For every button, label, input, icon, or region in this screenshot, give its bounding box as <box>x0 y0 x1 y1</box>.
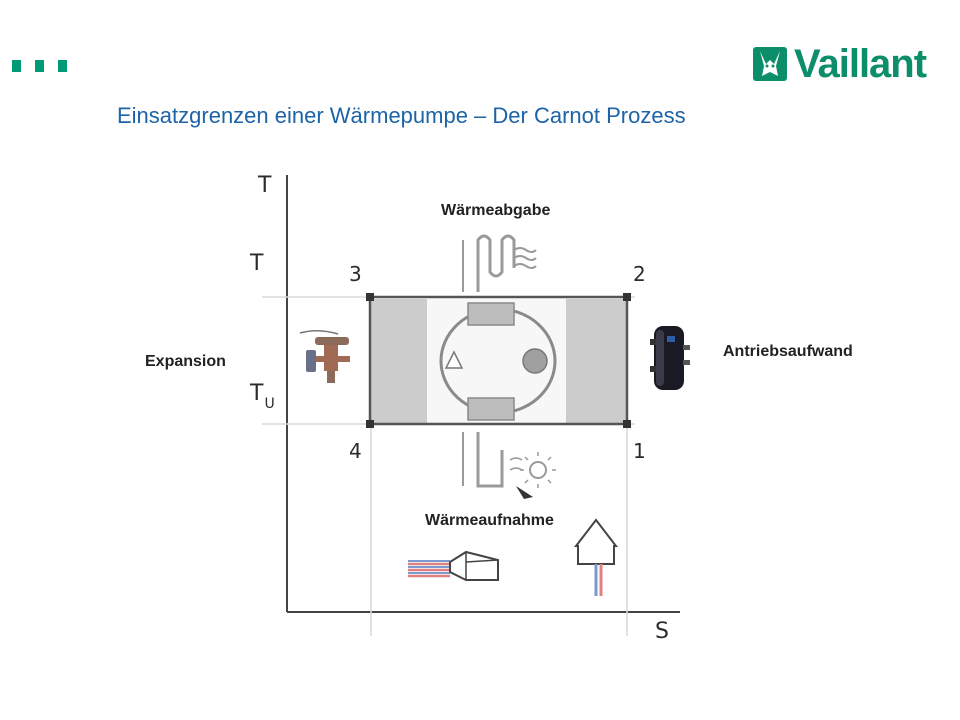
corner-label-3: 3 <box>349 262 362 286</box>
cycle-side-left <box>371 299 427 423</box>
corner-point-4 <box>366 420 374 428</box>
house-icon <box>573 518 619 596</box>
corner-mark <box>58 60 67 72</box>
expansion-label: Expansion <box>145 353 226 370</box>
corner-label-4: 4 <box>349 439 362 463</box>
corner-label-1: 1 <box>633 439 646 463</box>
compressor-icon <box>650 326 690 390</box>
cycle-side-right <box>566 299 626 423</box>
drive-power-label: Antriebsaufwand <box>723 343 853 360</box>
vaillant-logo: Vaillant <box>752 42 927 86</box>
corner-mark <box>12 60 21 72</box>
t-high-label: T <box>249 251 264 276</box>
corner-point-2 <box>623 293 631 301</box>
corner-mark <box>35 60 44 72</box>
radiator-icon <box>462 234 537 292</box>
x-axis-label: S <box>655 619 669 644</box>
logo-text: Vaillant <box>794 42 927 86</box>
expansion-valve-icon <box>299 330 350 383</box>
corner-point-3 <box>366 293 374 301</box>
t-ambient-label: TU <box>249 381 275 412</box>
ground-collector-icon <box>462 432 556 488</box>
hare-logo-icon <box>753 47 787 81</box>
pointer-arrow-icon <box>516 486 533 499</box>
y-axis-label: T <box>257 173 272 198</box>
corner-point-1 <box>623 420 631 428</box>
heat-absorption-label: Wärmeaufnahme <box>425 512 554 529</box>
heat-pump-circuit-icon <box>439 302 557 421</box>
carnot-cycle-rect <box>368 295 629 426</box>
corner-marks <box>12 60 67 72</box>
page-title: Einsatzgrenzen einer Wärmepumpe – Der Ca… <box>117 103 686 128</box>
corner-label-2: 2 <box>633 262 646 286</box>
heat-release-label: Wärmeabgabe <box>441 202 551 219</box>
air-heat-exchanger-icon <box>408 550 499 581</box>
